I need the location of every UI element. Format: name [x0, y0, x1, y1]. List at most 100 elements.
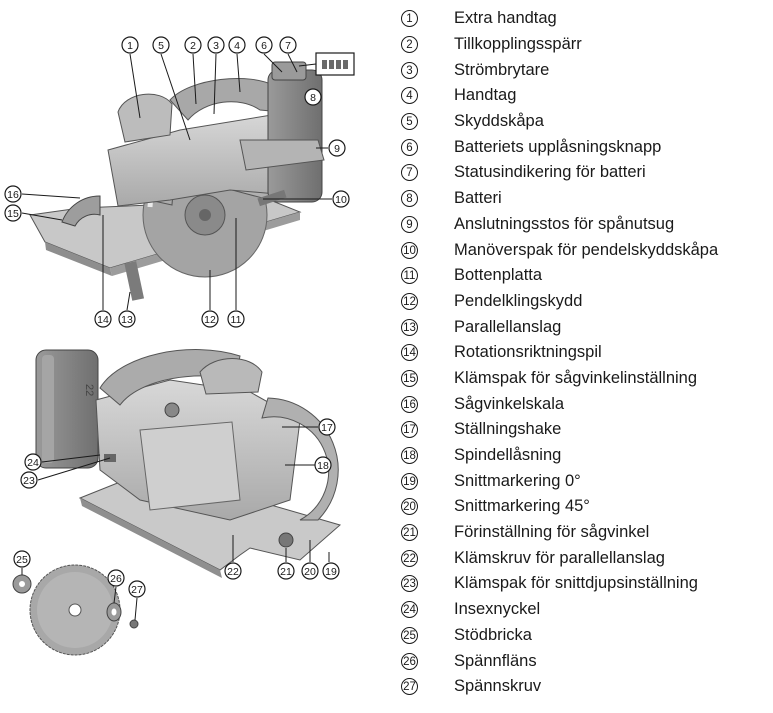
legend-item: 23Klämspak för snittdjupsinställning	[401, 571, 771, 597]
callout-14: 14	[95, 311, 111, 327]
legend-item: 8 Batteri	[401, 186, 771, 212]
battery-marking: 22	[83, 384, 95, 396]
legend-label: Strömbrytare	[454, 61, 549, 80]
legend-label: Batteri	[454, 189, 502, 208]
legend-label: Spännfläns	[454, 652, 537, 671]
legend-label: Snittmarkering 0°	[454, 472, 581, 491]
svg-text:1: 1	[127, 40, 133, 52]
legend-item: 12 Pendelklingskydd	[401, 289, 771, 315]
legend-label: Pendelklingskydd	[454, 292, 582, 311]
legend-label: Skyddskåpa	[454, 112, 544, 131]
svg-text:12: 12	[204, 314, 216, 326]
saw-exploded-view: 22	[0, 0, 380, 713]
callout-24: 24	[25, 454, 41, 470]
saw-top-view	[30, 53, 354, 301]
legend-item: 7 Statusindikering för batteri	[401, 160, 771, 186]
legend-label: Rotationsriktningspil	[454, 343, 602, 362]
callout-18: 18	[315, 457, 331, 473]
legend-number: 11	[401, 267, 418, 284]
callout-19: 19	[323, 563, 339, 579]
legend-label: Extra handtag	[454, 9, 557, 28]
legend-number: 6	[401, 139, 418, 156]
saw-bottom-view: 22	[36, 350, 340, 578]
legend-item: 24Insexnyckel	[401, 597, 771, 623]
legend-item: 19 Snittmarkering 0°	[401, 468, 771, 494]
callout-12: 12	[202, 311, 218, 327]
legend-number: 3	[401, 62, 418, 79]
legend-number: 25	[401, 627, 418, 644]
legend-number: 21	[401, 524, 418, 541]
callout-10: 10	[333, 191, 349, 207]
legend-item: 22Klämskruv för parallellanslag	[401, 545, 771, 571]
legend-label: Handtag	[454, 86, 516, 105]
legend-item: 14 Rotationsriktningspil	[401, 340, 771, 366]
legend-item: 13 Parallellanslag	[401, 314, 771, 340]
legend-number: 13	[401, 319, 418, 336]
svg-text:11: 11	[231, 314, 242, 326]
svg-text:9: 9	[334, 143, 340, 155]
svg-text:15: 15	[7, 208, 19, 220]
callout-8: 8	[305, 89, 321, 105]
callout-3: 3	[208, 37, 224, 53]
auxiliary-handle-rear	[200, 359, 262, 395]
legend-item: 4Handtag	[401, 83, 771, 109]
legend-number: 7	[401, 164, 418, 181]
legend-number: 18	[401, 447, 418, 464]
main-handle	[170, 78, 282, 120]
clamping-flange-part	[107, 603, 121, 621]
svg-text:6: 6	[261, 40, 267, 52]
svg-text:24: 24	[27, 457, 39, 469]
legend-label: Manöverspak för pendelskyddskåpa	[454, 241, 718, 260]
auxiliary-handle	[118, 94, 172, 142]
legend-number: 15	[401, 370, 418, 387]
callout-1: 1	[122, 37, 138, 53]
svg-text:23: 23	[23, 475, 35, 487]
legend-number: 20	[401, 498, 418, 515]
callout-26: 26	[108, 570, 124, 586]
callout-21: 21	[278, 563, 294, 579]
legend-item: 25 Stödbricka	[401, 623, 771, 649]
svg-text:8: 8	[310, 92, 316, 104]
svg-text:21: 21	[280, 566, 292, 578]
legend-number: 2	[401, 36, 418, 53]
legend-number: 16	[401, 396, 418, 413]
legend-label: Sågvinkelskala	[454, 395, 564, 414]
legend-label: Klämspak för sågvinkelinställning	[454, 369, 697, 388]
legend-number: 8	[401, 190, 418, 207]
legend-label: Anslutningsstos för spånutsug	[454, 215, 674, 234]
callout-11: 11	[228, 311, 244, 327]
clamping-screw-part	[130, 620, 138, 628]
legend-label: Statusindikering för batteri	[454, 163, 646, 182]
legend-number: 19	[401, 473, 418, 490]
svg-text:4: 4	[234, 40, 240, 52]
svg-text:19: 19	[325, 566, 337, 578]
legend-number: 12	[401, 293, 418, 310]
legend-label: Stödbricka	[454, 626, 532, 645]
callout-4: 4	[229, 37, 245, 53]
legend-item: 16 Sågvinkelskala	[401, 391, 771, 417]
legend-number: 14	[401, 344, 418, 361]
legend-item: 9Anslutningsstos för spånutsug	[401, 212, 771, 238]
callout-16: 16	[5, 186, 21, 202]
svg-text:7: 7	[285, 40, 291, 52]
svg-text:14: 14	[97, 314, 109, 326]
callout-13: 13	[119, 311, 135, 327]
svg-text:22: 22	[227, 566, 239, 578]
legend-number: 24	[401, 601, 418, 618]
callout-25: 25	[14, 551, 30, 567]
legend-number: 27	[401, 678, 418, 695]
svg-text:27: 27	[131, 584, 143, 596]
callout-5: 5	[153, 37, 169, 53]
callout-6: 6	[256, 37, 272, 53]
legend-label: Parallellanslag	[454, 318, 561, 337]
svg-text:2: 2	[190, 40, 196, 52]
callout-7: 7	[280, 37, 296, 53]
svg-text:26: 26	[110, 573, 122, 585]
